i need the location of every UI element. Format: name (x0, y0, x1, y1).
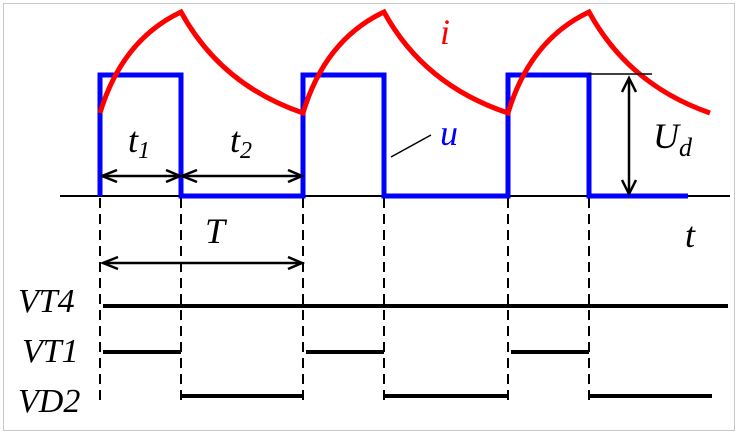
period-arrow (99, 255, 306, 271)
t2-arrow (178, 168, 306, 184)
amplitude-arrow (620, 75, 638, 197)
vd2-label: VD2 (18, 383, 80, 420)
vt1-label: VT1 (22, 333, 79, 370)
voltage-waveform (97, 72, 688, 199)
vt4-label: VT4 (18, 283, 75, 320)
voltage-leader-line (390, 134, 432, 158)
amplitude-label: Ud (653, 116, 693, 162)
current-label: i (440, 12, 450, 52)
time-axis-label: t (685, 215, 696, 255)
voltage-label: u (440, 113, 458, 153)
t2-label: t2 (230, 120, 252, 164)
period-label: T (205, 211, 228, 251)
t1-label: t1 (128, 120, 150, 164)
dashed-guides (99, 198, 590, 402)
frame-border (3, 3, 735, 431)
t1-arrow (98, 168, 184, 184)
current-waveform (97, 8, 711, 117)
